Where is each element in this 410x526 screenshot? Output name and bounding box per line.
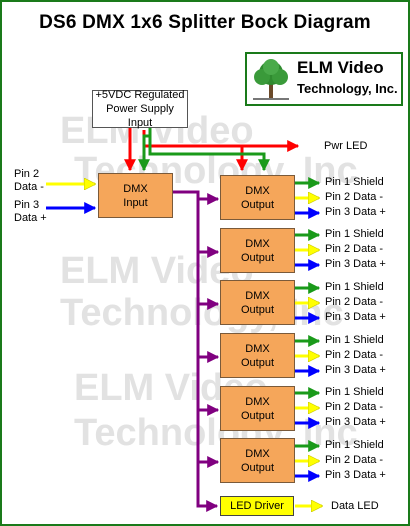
pwr-led-label: Pwr LED [324, 140, 368, 152]
diagram-title: DS6 DMX 1x6 Splitter Bock Diagram [39, 12, 371, 33]
pin-3-data-plus-label: Pin 3 Data + [325, 364, 386, 376]
logo-line-2: Technology, Inc. [297, 81, 398, 96]
pin-2-data-minus-label: Pin 2 Data - [325, 243, 384, 255]
pin-2-data-minus-label: Pin 2 Data - [325, 191, 384, 203]
pin-3-data-plus-label: Pin 3 Data + [325, 416, 386, 428]
power-supply-line-2: Power Supply Input [106, 103, 174, 129]
pin-3-data-plus-label: Pin 3 Data + [325, 311, 386, 323]
pin-2-data-minus-label: Pin 2 Data - [325, 349, 384, 361]
pin-3-data-plus-label: Pin 3 Data + [325, 258, 386, 270]
led-driver-block: LED Driver [220, 496, 294, 516]
pin-1-shield-label: Pin 1 Shield [325, 439, 384, 451]
dmx-output-block: DMX Output [220, 333, 295, 378]
pin-1-shield-label: Pin 1 Shield [325, 176, 384, 188]
pin-3-data-plus-label: Pin 3 Data + [325, 206, 386, 218]
pin-2-data-minus-label: Pin 2 Data - [325, 454, 384, 466]
pin-2-data-minus-label: Pin 2 Data - [325, 296, 384, 308]
power-supply-line-1: +5VDC Regulated [95, 89, 185, 101]
dmx-input-block: DMX Input [98, 173, 173, 218]
data-led-label: Data LED [331, 500, 379, 512]
dmx-output-block: DMX Output [220, 438, 295, 483]
tree-icon [253, 59, 289, 100]
power-supply-block: +5VDC Regulated Power Supply Input [92, 89, 188, 129]
dmx-output-block: DMX Output [220, 228, 295, 273]
data-bus [173, 190, 220, 512]
watermark-line-4: Technology, Inc [60, 292, 344, 334]
company-logo: ELM Video Technology, Inc. [245, 52, 403, 106]
output-pin-wires [295, 177, 321, 482]
pin-3-data-plus-label: Pin 3 Data + [325, 469, 386, 481]
pin-1-shield-label: Pin 1 Shield [325, 334, 384, 346]
pin-2-data-minus-label: Pin 2 Data - [325, 401, 384, 413]
input-pin-3-label: Pin 3 Data + [14, 199, 47, 224]
pin-1-shield-label: Pin 1 Shield [325, 228, 384, 240]
input-pin-2-label: Pin 2 Data - [14, 168, 44, 193]
logo-line-1: ELM Video [297, 58, 384, 77]
pin-1-shield-label: Pin 1 Shield [325, 281, 384, 293]
dmx-output-block: DMX Output [220, 386, 295, 431]
dmx-output-block: DMX Output [220, 280, 295, 325]
dmx-output-block: DMX Output [220, 175, 295, 220]
ground-wires [138, 126, 270, 172]
pin-1-shield-label: Pin 1 Shield [325, 386, 384, 398]
power-wires [124, 126, 300, 172]
